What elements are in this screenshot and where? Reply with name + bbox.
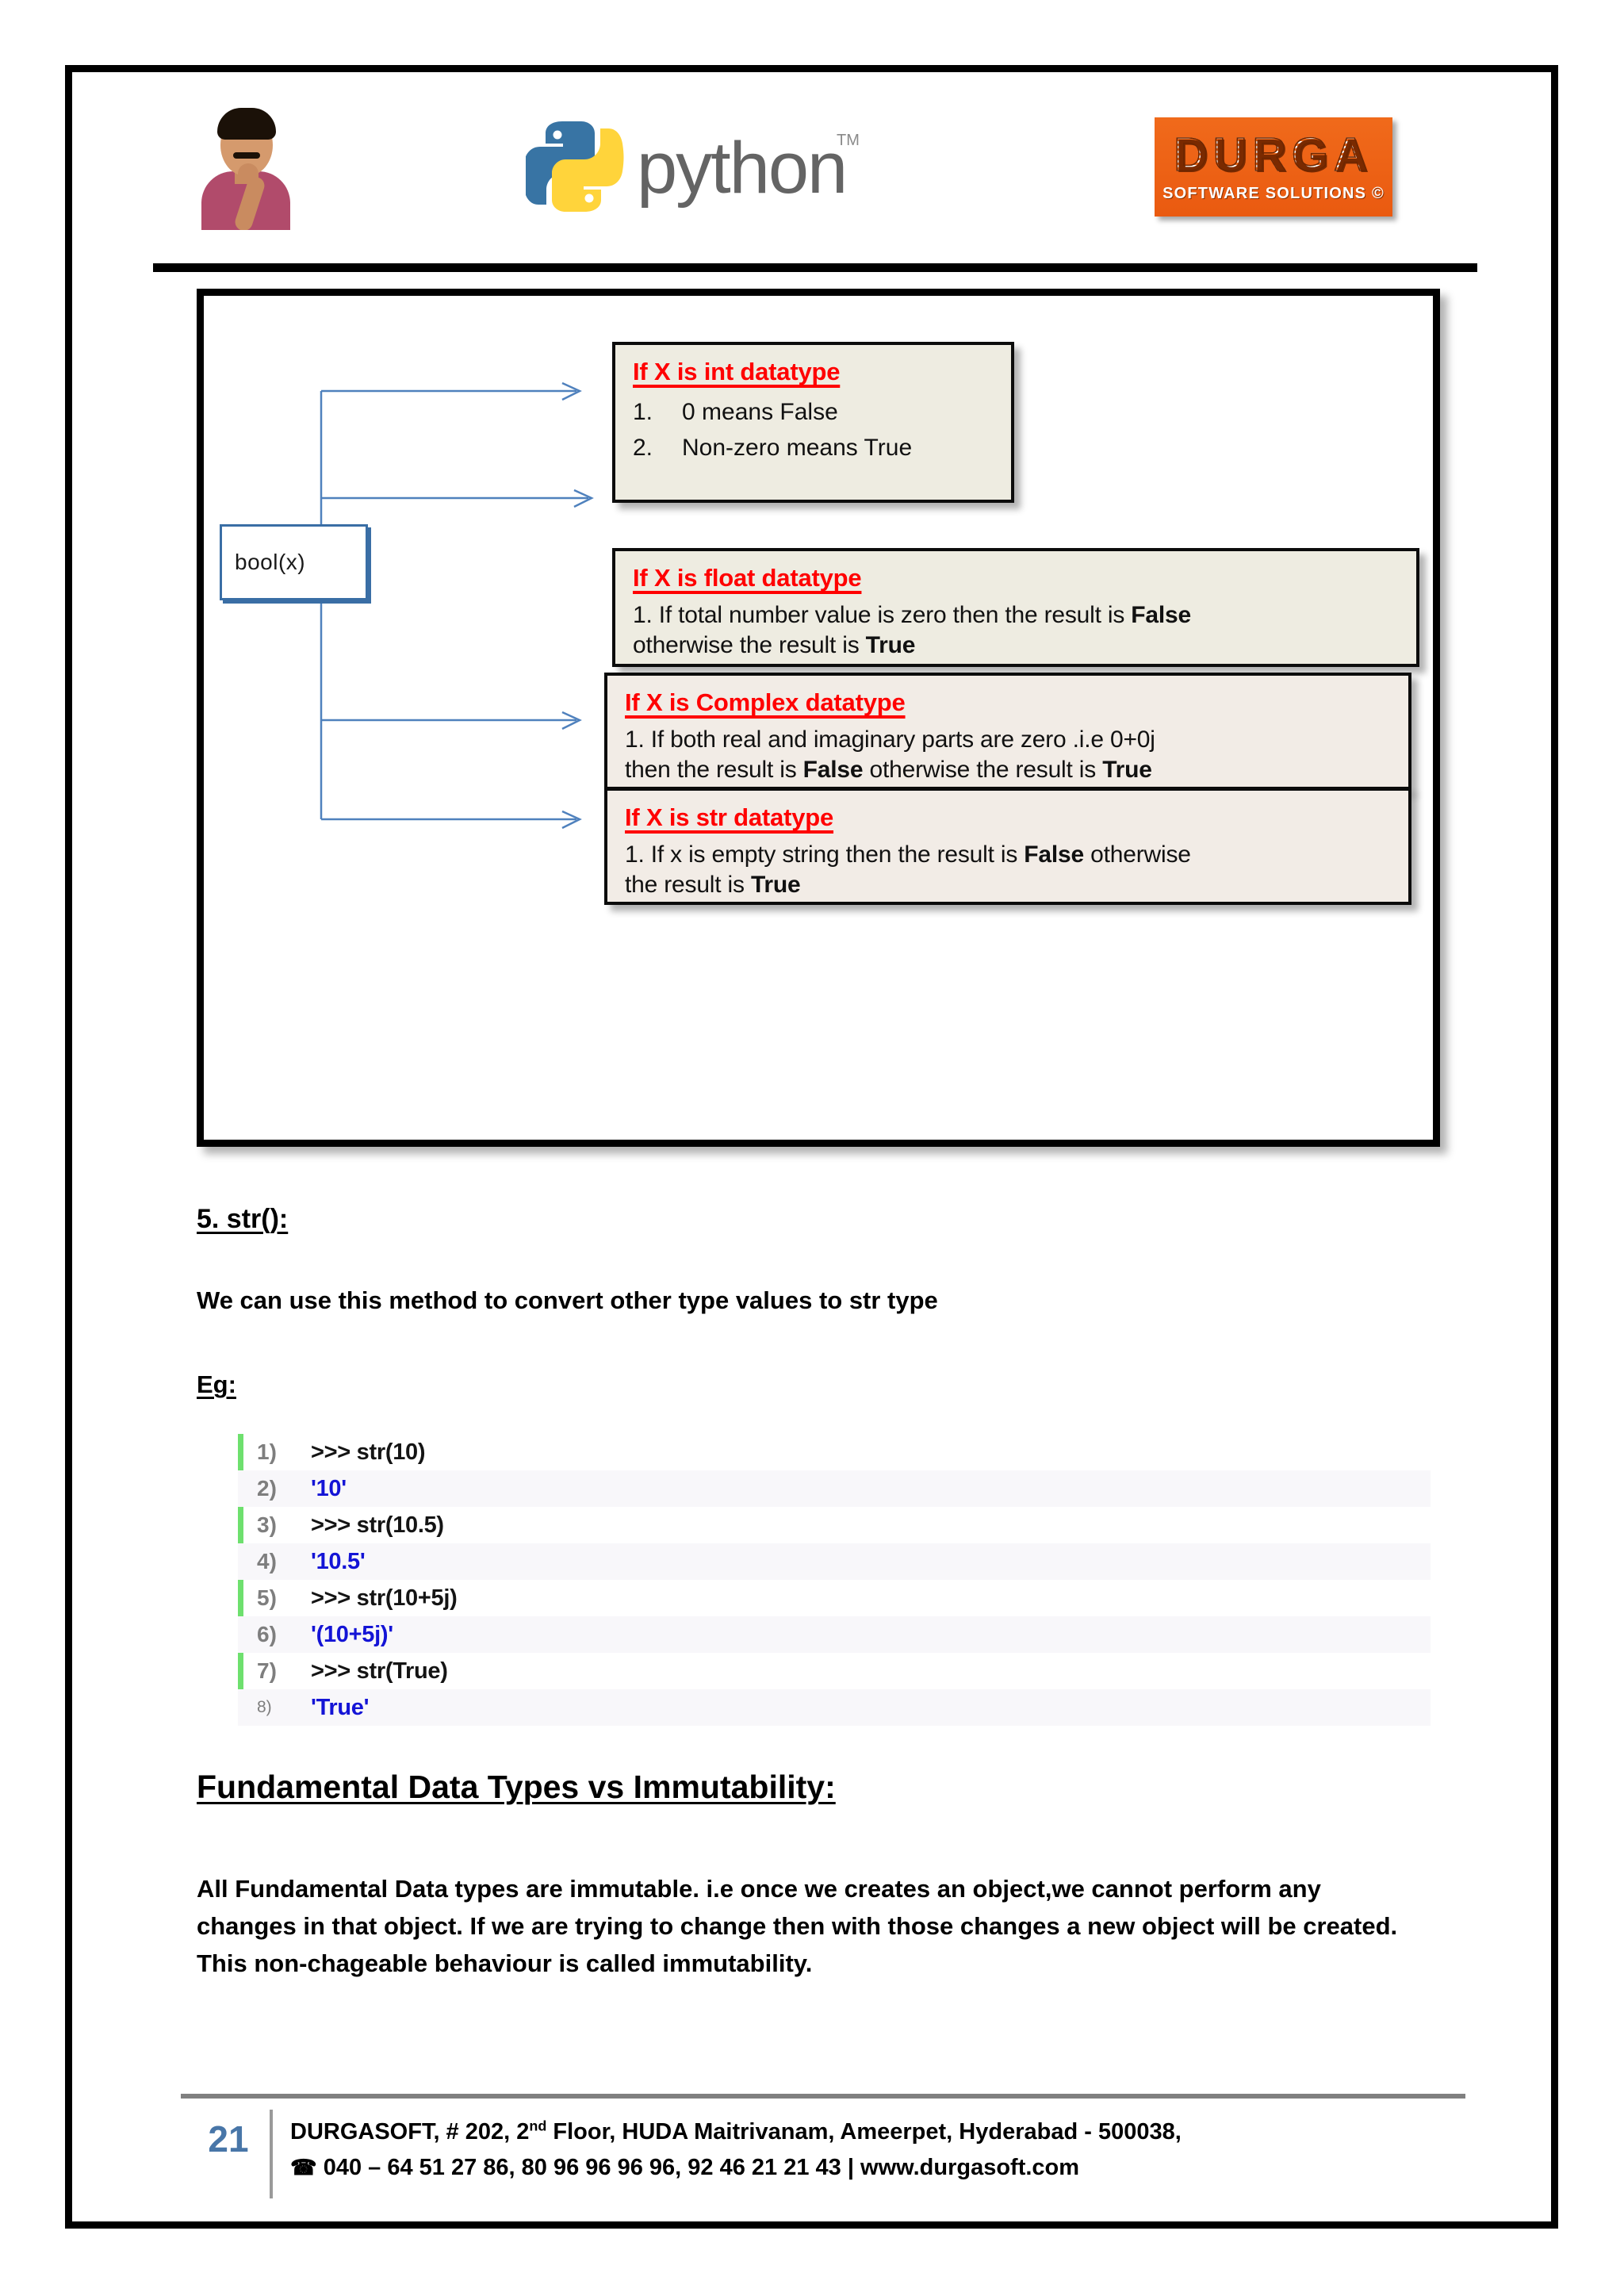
code-line-text: '(10+5j)' (311, 1621, 393, 1647)
code-line-number: 2) (257, 1476, 277, 1501)
str-datatype-box: If X is str datatype 1. If x is empty st… (604, 788, 1411, 905)
code-line: 1) >>> str(10) (238, 1434, 1431, 1470)
section-str-description: We can use this method to convert other … (197, 1286, 938, 1314)
bool-function-node: bool(x) (220, 524, 368, 600)
footer-vertical-divider (270, 2110, 273, 2198)
svg-text:TM: TM (837, 132, 859, 149)
complex-rule-part-1: 1. If both real and imaginary parts are … (625, 726, 1155, 753)
code-line-text: '10.5' (311, 1548, 366, 1574)
header-divider (153, 263, 1477, 272)
page-number: 21 (208, 2118, 249, 2160)
code-line-number: 3) (257, 1512, 277, 1537)
code-line-number: 1) (257, 1439, 277, 1464)
int-datatype-title: If X is int datatype (633, 358, 841, 385)
code-line: 6) '(10+5j)' (238, 1616, 1431, 1653)
float-datatype-box: If X is float datatype 1. If total numbe… (612, 548, 1419, 667)
code-line-text: >>> str(True) (311, 1658, 448, 1684)
durga-logo-subtitle: SOFTWARE SOLUTIONS © (1162, 184, 1385, 202)
code-line-text: >>> str(10.5) (311, 1512, 444, 1538)
complex-rule-text: 1. If both real and imaginary parts are … (625, 725, 1392, 786)
int-rule-2-number: 2. (633, 435, 653, 461)
str-rule-part-1: 1. If x is empty string then the result … (625, 841, 1025, 868)
int-rule-1-number: 1. (633, 399, 653, 425)
str-datatype-title: If X is str datatype (625, 803, 834, 831)
page-header: python TM DURGA SOFTWARE SOLUTIONS © (153, 79, 1477, 255)
durga-logo-word: DURGA (1174, 128, 1373, 181)
int-rule-1: 1. 0 means False (633, 394, 995, 430)
code-line-number: 8) (257, 1698, 272, 1716)
int-rule-1-text: 0 means False (682, 399, 838, 425)
phone-icon: ☎ (290, 2155, 317, 2179)
str-rule-true: True (750, 872, 801, 899)
footer-contact-info: DURGASOFT, # 202, 2nd Floor, HUDA Maitri… (290, 2114, 1448, 2186)
footer-address-ordinal: nd (529, 2118, 547, 2134)
code-block-rail (238, 1434, 243, 1726)
float-rule-true: True (865, 632, 916, 659)
bool-function-diagram: bool(x) If X is int datatype 1. 0 means … (197, 289, 1440, 1147)
code-line: 4) '10.5' (238, 1543, 1431, 1580)
section-str-heading: 5. str(): (197, 1204, 289, 1234)
footer-address-pre: DURGASOFT, # 202, 2 (290, 2119, 530, 2145)
code-line-text: '10' (311, 1475, 347, 1501)
footer-contact-text: 040 – 64 51 27 86, 80 96 96 96 96, 92 46… (316, 2154, 1080, 2180)
code-line-text: >>> str(10+5j) (311, 1585, 458, 1611)
code-line: 8) 'True' (238, 1689, 1431, 1726)
durgasoft-logo: DURGA SOFTWARE SOLUTIONS © (1155, 117, 1392, 217)
footer-contact-line: ☎ 040 – 64 51 27 86, 80 96 96 96 96, 92 … (290, 2150, 1448, 2186)
footer-divider-rule (181, 2094, 1465, 2099)
bool-function-label: bool(x) (235, 550, 306, 574)
code-line: 2) '10' (238, 1470, 1431, 1507)
str-rule-part-2: otherwise (1084, 841, 1191, 868)
code-line-number: 5) (257, 1585, 277, 1610)
str-rule-text: 1. If x is empty string then the result … (625, 840, 1392, 901)
code-line: 5) >>> str(10+5j) (238, 1580, 1431, 1616)
example-label: Eg: (197, 1370, 236, 1398)
mentor-portrait-image (197, 103, 295, 230)
float-rule-false: False (1131, 602, 1191, 628)
complex-rule-part-3: otherwise the result is (863, 757, 1103, 784)
float-rule-part-2: otherwise the result is (633, 632, 866, 659)
complex-rule-part-2: then the result is (625, 757, 803, 784)
section-immutability-heading: Fundamental Data Types vs Immutability: (197, 1769, 836, 1805)
footer-address-line: DURGASOFT, # 202, 2nd Floor, HUDA Maitri… (290, 2114, 1448, 2150)
code-line-text: >>> str(10) (311, 1439, 426, 1465)
float-datatype-title: If X is float datatype (633, 564, 862, 592)
int-rule-2-text: Non-zero means True (682, 435, 913, 461)
complex-datatype-title: If X is Complex datatype (625, 688, 906, 716)
complex-rule-false: False (802, 757, 864, 784)
str-rule-false: False (1024, 841, 1084, 868)
page-footer: 21 DURGASOFT, # 202, 2nd Floor, HUDA Mai… (181, 2106, 1465, 2202)
code-line: 7) >>> str(True) (238, 1653, 1431, 1689)
float-rule-text: 1. If total number value is zero then th… (633, 600, 1400, 661)
python-logo: python TM (523, 115, 860, 218)
code-line-number: 7) (257, 1658, 277, 1683)
code-line-number: 4) (257, 1549, 277, 1573)
code-example-block: 1) >>> str(10) 2) '10' 3) >>> str(10.5) 4) '10.… (238, 1434, 1431, 1726)
int-datatype-box: If X is int datatype 1. 0 means False 2.… (612, 342, 1014, 503)
complex-datatype-box: If X is Complex datatype 1. If both real… (604, 673, 1411, 790)
float-rule-part-1: 1. If total number value is zero then th… (633, 602, 1132, 628)
complex-rule-true: True (1102, 757, 1152, 784)
code-line-text: 'True' (311, 1694, 370, 1720)
str-rule-part-3: the result is (625, 872, 751, 899)
section-immutability-paragraph: All Fundamental Data types are immutable… (197, 1875, 1398, 1978)
footer-address-post: Floor, HUDA Maitrivanam, Ameerpet, Hyder… (546, 2119, 1182, 2145)
int-rule-2: 2. Non-zero means True (633, 430, 995, 466)
svg-text:python: python (637, 128, 846, 209)
code-line-number: 6) (257, 1622, 277, 1646)
code-line: 3) >>> str(10.5) (238, 1507, 1431, 1543)
